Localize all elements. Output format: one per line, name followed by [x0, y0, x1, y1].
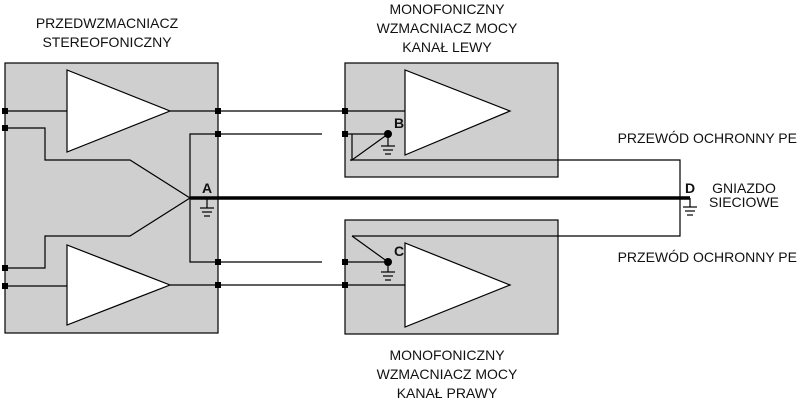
point-d-label: D	[685, 180, 695, 196]
amp-right-title-line2: WZMACNIACZ MOCY	[377, 366, 518, 382]
interconnect-cables	[218, 110, 345, 286]
amp-left-title-line3: KANAŁ LEWY	[402, 39, 492, 55]
socket-label-line1: GNIAZDO	[712, 180, 776, 196]
ground-d-icon	[683, 198, 697, 216]
amp-left-title-line1: MONOFONICZNY	[389, 1, 505, 17]
preamp-block	[2, 62, 221, 334]
amp-right-input-wiring	[345, 235, 405, 286]
ground-b-icon	[381, 134, 395, 155]
amp-right-block	[342, 219, 559, 335]
ground-c-icon	[381, 262, 395, 281]
protective-earth-wiring	[190, 159, 690, 237]
socket-label-line2: SIECIOWE	[709, 194, 779, 210]
amp-right-title-line3: KANAŁ PRAWY	[397, 385, 498, 401]
point-b-label: B	[394, 115, 404, 131]
amp-right-title-line1: MONOFONICZNY	[389, 347, 505, 363]
point-a-label: A	[202, 180, 212, 196]
protective-wire-label-top: PRZEWÓD OCHRONNY PE	[618, 130, 797, 146]
pe-line-bottom	[352, 198, 681, 237]
preamp-title-line2: STEREOFONICZNY	[42, 34, 172, 50]
preamp-title-line1: PRZEDWZMACNIACZ	[36, 15, 179, 31]
preamp-right-channel-triangle	[66, 244, 172, 326]
amp-left-triangle	[404, 69, 512, 156]
pe-line-top	[350, 159, 681, 198]
point-c-label: C	[394, 243, 404, 259]
protective-wire-label-bottom: PRZEWÓD OCHRONNY PE	[618, 249, 797, 265]
amp-left-block	[342, 62, 559, 178]
amp-left-title-line2: WZMACNIACZ MOCY	[377, 20, 518, 36]
